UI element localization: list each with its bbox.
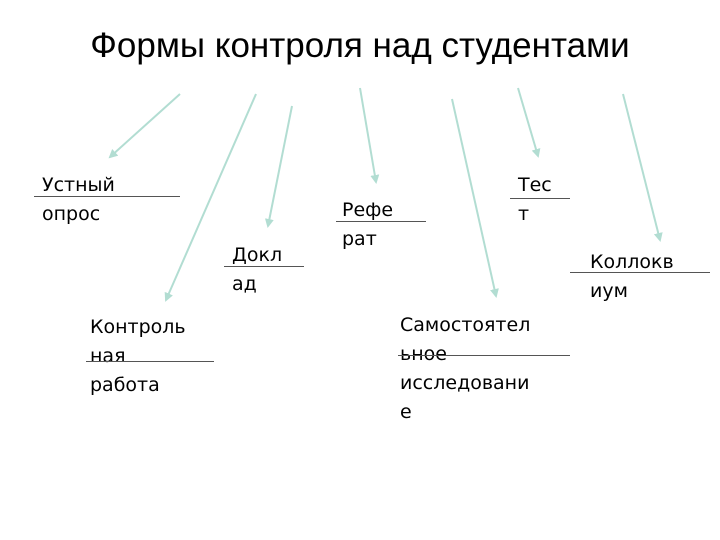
node-test: Тес т: [518, 171, 552, 229]
node-essay-underline: [336, 221, 426, 222]
node-research-label: Самостоятел ьное исследовани е: [400, 314, 531, 423]
node-research: Самостоятел ьное исследовани е: [400, 311, 530, 427]
arrow-to-oral: [108, 93, 181, 159]
node-control: Контроль ная работа: [90, 313, 186, 400]
arrow-to-research: [451, 98, 499, 298]
node-report: Докл ад: [232, 241, 282, 299]
node-control-label: Контроль ная работа: [90, 316, 186, 396]
node-oral-underline: [34, 196, 180, 197]
node-control-underline: [86, 361, 214, 362]
node-research-underline: [398, 355, 570, 356]
node-report-underline: [224, 266, 304, 267]
arrow-to-control: [164, 93, 257, 302]
arrow-to-essay: [359, 87, 380, 184]
node-colloquium-underline: [570, 272, 710, 273]
node-test-label: Тес т: [518, 174, 552, 225]
node-colloquium: Коллокв иум: [590, 248, 674, 306]
arrow-to-colloquium: [622, 93, 663, 242]
node-report-label: Докл ад: [232, 244, 283, 295]
diagram-title: Формы контроля над студентами: [90, 26, 630, 65]
arrow-to-report: [264, 105, 293, 228]
node-colloquium-label: Коллокв иум: [590, 251, 674, 302]
node-essay: Рефе рат: [342, 196, 393, 254]
node-essay-label: Рефе рат: [342, 199, 394, 250]
arrow-to-test: [517, 87, 541, 158]
node-oral-label: Устный опрос: [42, 174, 115, 225]
node-test-underline: [510, 198, 570, 199]
node-oral: Устный опрос: [42, 171, 115, 229]
